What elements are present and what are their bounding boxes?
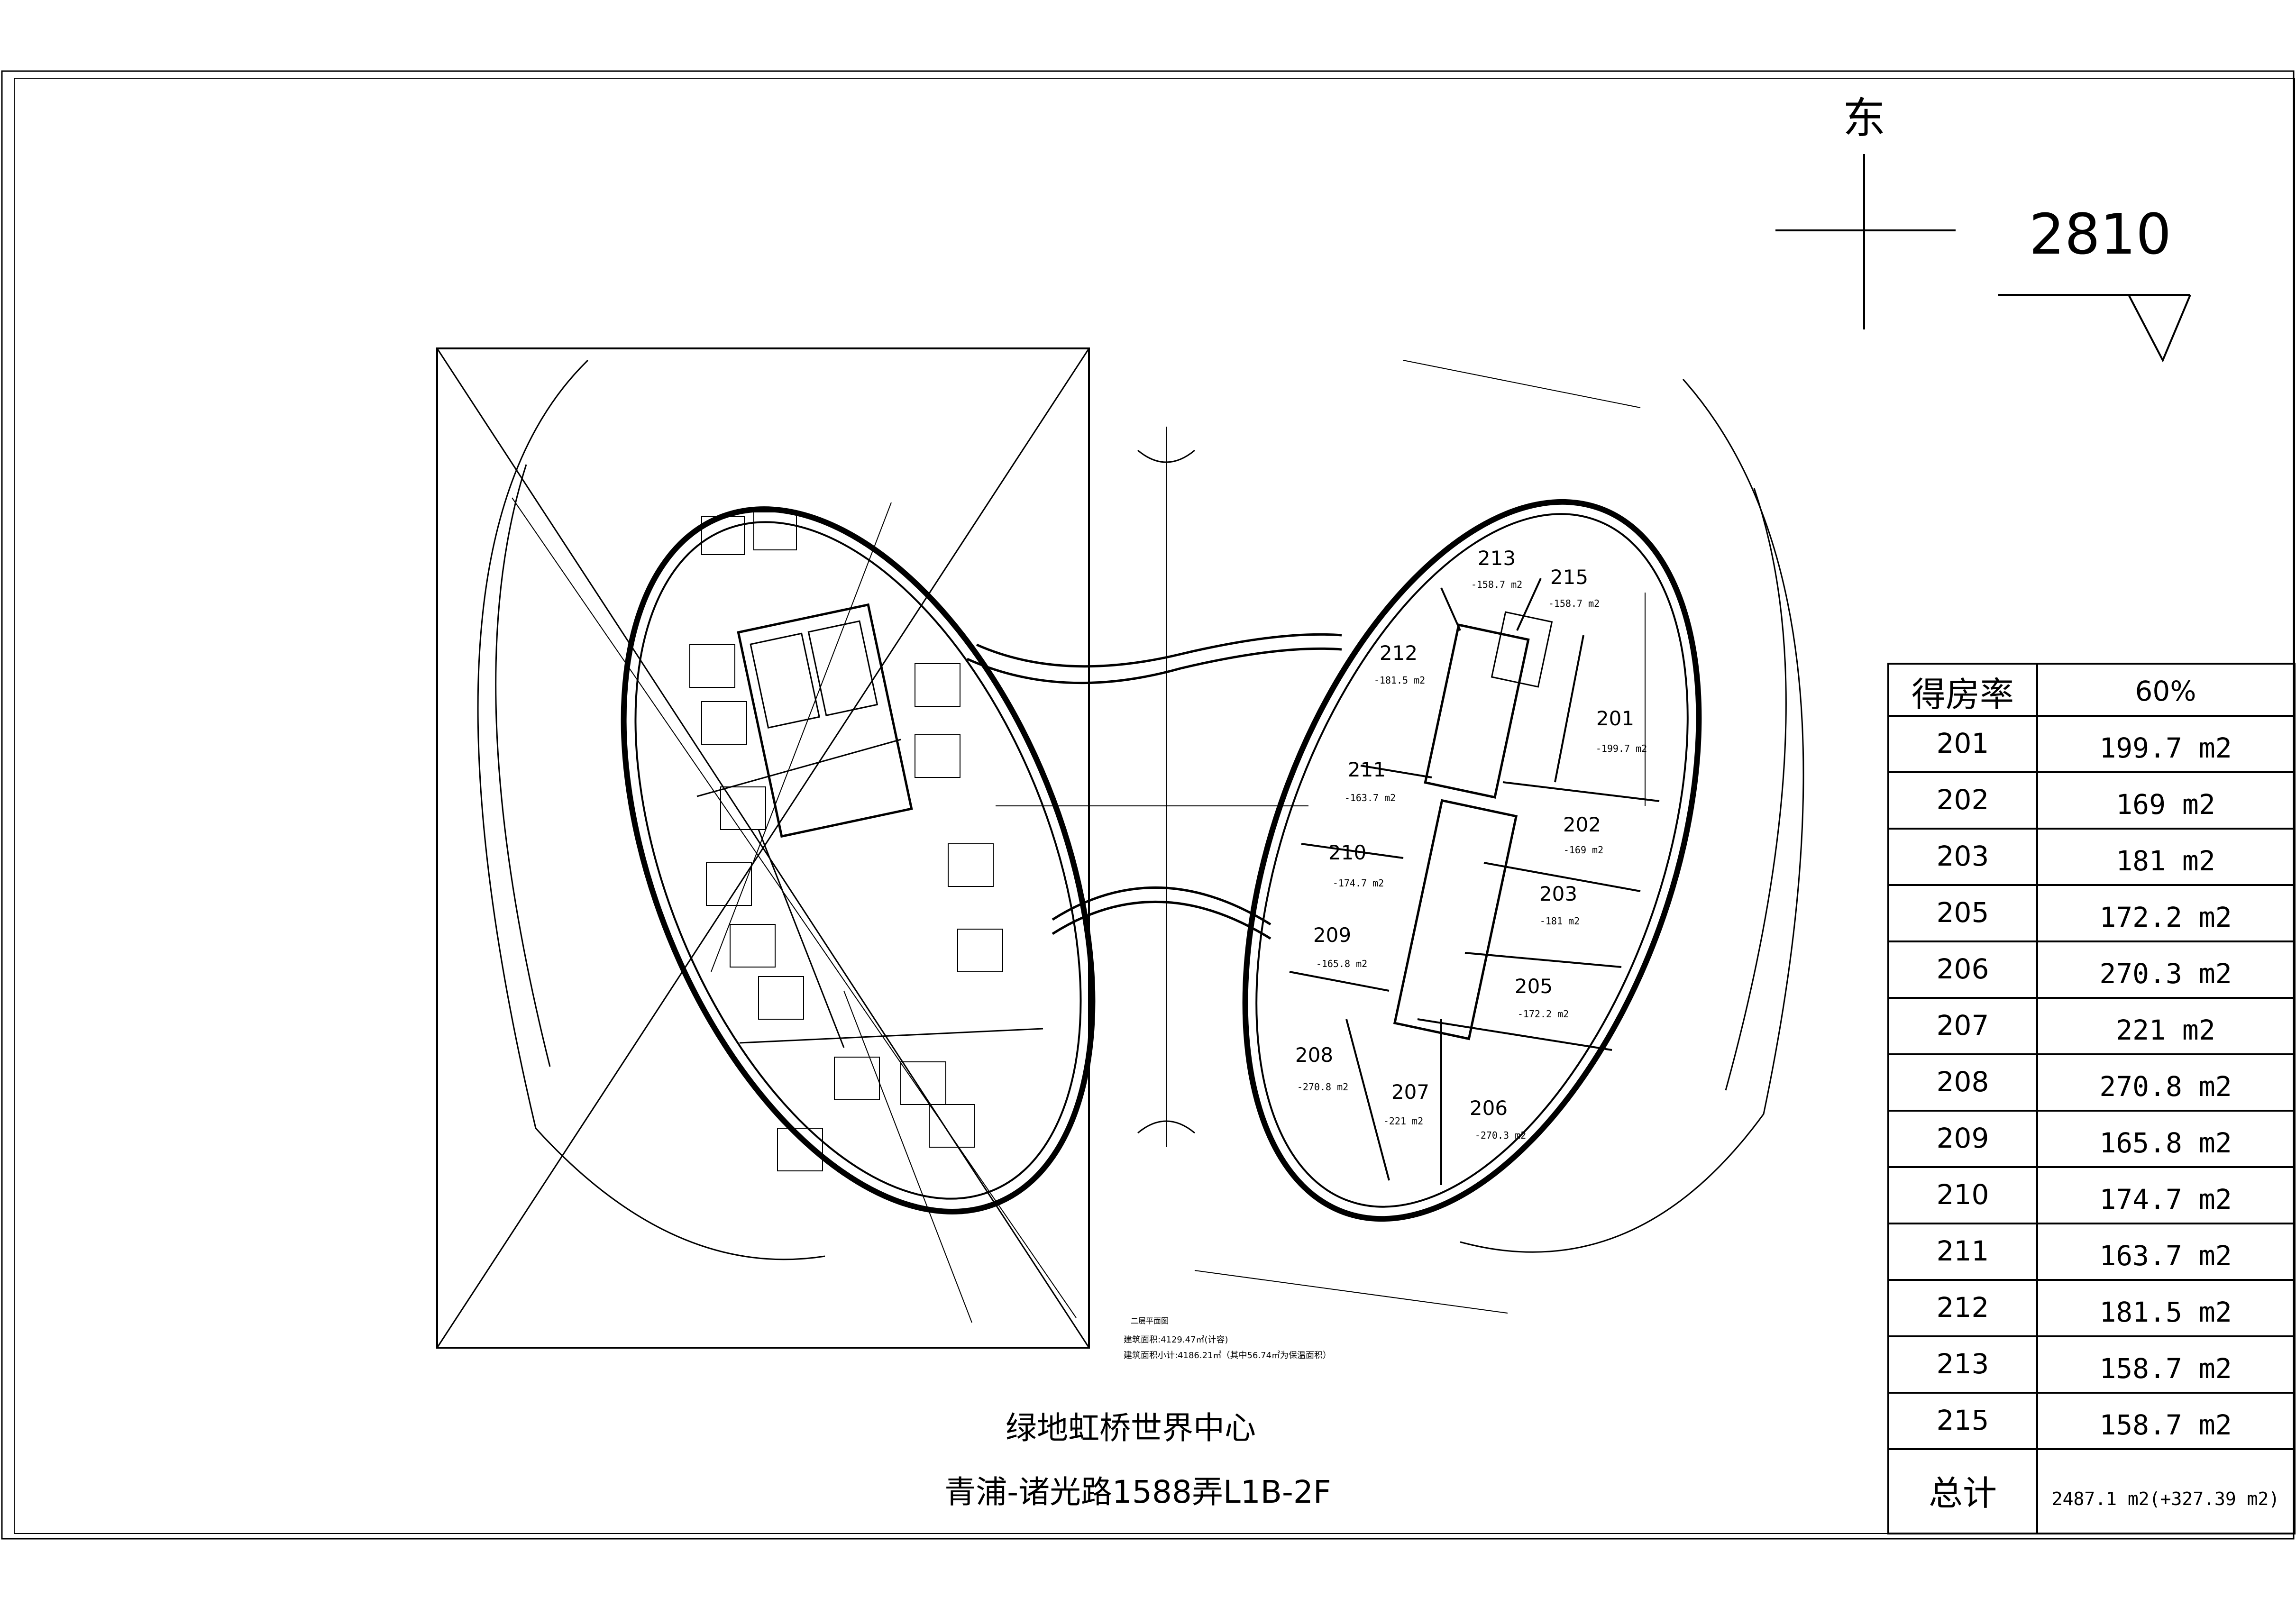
area-table: 得房率 60% 201 199.7 m2 202 169 m2 203 181 … [1887, 663, 2296, 1534]
table-row-unit: 211 [1937, 1235, 1989, 1267]
table-row-unit: 206 [1937, 953, 1989, 985]
room-211-number: 211 [1348, 758, 1386, 781]
left-tower [477, 359, 1096, 1323]
room-215-area: -158.7 m2 [1548, 598, 1600, 609]
table-row-area: 158.7 m2 [2099, 1409, 2232, 1441]
table-row-unit: 208 [1937, 1066, 1989, 1098]
middle-bridge [966, 427, 1342, 1147]
table-header-ratio-label: 得房率 [1912, 675, 2014, 714]
room-206-number: 206 [1470, 1096, 1508, 1120]
table-header-ratio-value: 60% [2135, 675, 2196, 707]
room-215-number: 215 [1550, 566, 1588, 589]
left-tower-partitions [696, 739, 1043, 1048]
right-tower-core [1424, 623, 1530, 799]
plan-area-line-2: 建筑面积小计:4186.21㎡（其中56.74㎡为保温面积） [1124, 1350, 1331, 1360]
room-203-area: -181 m2 [1540, 915, 1580, 927]
table-row-unit: 207 [1937, 1009, 1989, 1041]
room-213-number: 213 [1478, 547, 1516, 570]
right-tower-inner-wall [1255, 513, 1689, 1208]
room-212-area: -181.5 m2 [1374, 675, 1425, 686]
left-tower-stair [750, 632, 820, 729]
right-tower-outer-arc-2 [1725, 488, 1787, 1091]
room-206-area: -270.3 m2 [1475, 1130, 1526, 1141]
right-tower-outer-arc [1460, 379, 1804, 1253]
room-208-area: -270.8 m2 [1297, 1081, 1348, 1093]
room-201-number: 201 [1596, 707, 1634, 730]
left-tower-inner-wall [634, 521, 1082, 1200]
table-row-area: 199.7 m2 [2099, 732, 2232, 764]
left-tower-elevator [807, 620, 878, 716]
room-212-number: 212 [1380, 641, 1418, 665]
room-205-area: -172.2 m2 [1518, 1008, 1569, 1020]
left-tower-outer-arc-2 [495, 464, 551, 1067]
plan-area-line-1: 建筑面积:4129.47㎡(计容) [1124, 1334, 1228, 1345]
table-total-value: 2487.1 m2(+327.39 m2) [2052, 1488, 2279, 1509]
table-row-unit: 205 [1937, 896, 1989, 929]
right-tower-room-labels: 213 -158.7 m2 215 -158.7 m2 212 -181.5 m… [1295, 547, 1647, 1141]
table-row-unit: 213 [1937, 1348, 1989, 1380]
level-marker-triangle-icon [2128, 294, 2191, 363]
plan-area-notes: 二层平面图 建筑面积:4129.47㎡(计容) 建筑面积小计:4186.21㎡（… [1124, 1316, 1331, 1360]
table-row-unit: 215 [1937, 1404, 1989, 1436]
project-address: 青浦-诸光路1588弄L1B-2F [944, 1474, 1331, 1510]
right-tower [1194, 360, 1804, 1314]
table-row-unit: 203 [1937, 840, 1989, 872]
room-207-number: 207 [1391, 1080, 1429, 1104]
table-row-area: 165.8 m2 [2099, 1127, 2232, 1159]
left-tower-outer-wall [621, 506, 1096, 1214]
right-tower-stair [1491, 611, 1553, 688]
left-tower-core [737, 603, 913, 838]
table-row-area: 169 m2 [2116, 788, 2215, 821]
table-row-area: 221 m2 [2116, 1014, 2215, 1046]
level-marker: 2810 [1998, 201, 2191, 363]
table-row-unit: 202 [1937, 784, 1989, 816]
area-table-border [1887, 663, 2296, 1534]
room-211-area: -163.7 m2 [1345, 792, 1396, 804]
room-203-number: 203 [1539, 882, 1577, 905]
room-201-area: -199.7 m2 [1596, 743, 1647, 754]
table-row-area: 174.7 m2 [2099, 1183, 2232, 1215]
room-208-number: 208 [1295, 1043, 1333, 1067]
room-202-number: 202 [1563, 813, 1601, 836]
table-row-area: 158.7 m2 [2099, 1352, 2232, 1385]
room-202-area: -169 m2 [1564, 844, 1603, 856]
room-210-number: 210 [1328, 841, 1366, 864]
room-209-area: -165.8 m2 [1316, 958, 1367, 969]
right-tower-partitions [1289, 578, 1660, 1185]
right-tower-outer-wall [1242, 499, 1702, 1222]
compass: 东 [1775, 93, 1956, 329]
table-row-unit: 201 [1937, 727, 1989, 759]
table-row-unit: 210 [1937, 1178, 1989, 1211]
left-tower-outer-arc [477, 359, 825, 1260]
left-tower-furniture [689, 511, 1003, 1171]
table-row-area: 181.5 m2 [2099, 1296, 2232, 1328]
room-209-number: 209 [1313, 923, 1351, 947]
room-210-area: -174.7 m2 [1333, 877, 1384, 889]
table-row-area: 270.8 m2 [2099, 1070, 2232, 1103]
right-tower-grid-lines [1194, 360, 1646, 1314]
room-207-area: -221 m2 [1383, 1115, 1423, 1127]
table-row-area: 163.7 m2 [2099, 1240, 2232, 1272]
room-205-number: 205 [1515, 975, 1553, 998]
area-table-row-lines [1888, 715, 2295, 1450]
plan-heading: 二层平面图 [1131, 1316, 1169, 1325]
right-tower-core-lower [1393, 799, 1518, 1041]
room-213-area: -158.7 m2 [1471, 579, 1522, 590]
left-void-rectangle [436, 347, 1090, 1349]
table-total-label: 总计 [1929, 1473, 1997, 1513]
table-row-unit: 212 [1937, 1291, 1989, 1324]
project-name: 绿地虹桥世界中心 [1006, 1410, 1256, 1446]
compass-direction-label: 东 [1843, 93, 1885, 143]
table-row-unit: 209 [1937, 1122, 1989, 1154]
table-row-area: 172.2 m2 [2099, 901, 2232, 933]
left-tower-grid-lines [512, 497, 1077, 1323]
table-row-area: 181 m2 [2116, 845, 2215, 877]
level-marker-label: 2810 [2029, 201, 2171, 267]
table-row-area: 270.3 m2 [2099, 958, 2232, 990]
